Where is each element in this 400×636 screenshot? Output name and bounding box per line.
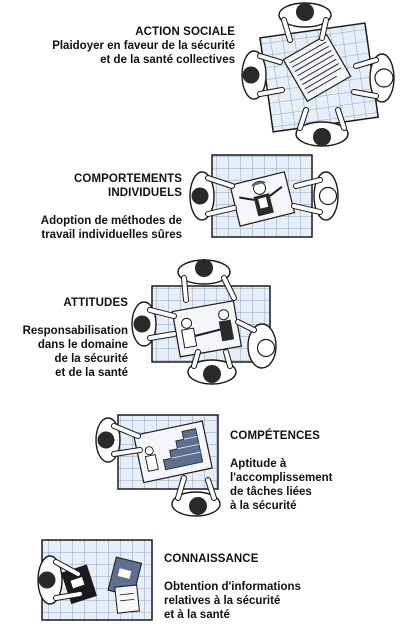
handshake-picture-icon	[171, 300, 243, 358]
person-left	[131, 301, 177, 347]
step-title: ATTITUDES	[63, 297, 128, 309]
scene-competences	[95, 414, 221, 517]
person-bottom	[295, 107, 349, 147]
step-action-sociale-label: ACTION SOCIALE Plaidoyer en faveur de la…	[40, 25, 235, 67]
person-left	[95, 417, 143, 463]
step-comportements-label: COMPORTEMENTS INDIVIDUELS Adoption de mé…	[20, 158, 182, 256]
worker-picture-icon	[229, 171, 296, 227]
step-title: CONNAISSANCE	[164, 553, 259, 565]
person-top	[278, 2, 332, 43]
step-description: Responsabilisation dans le domaine de la…	[22, 325, 128, 379]
person-bottom	[171, 475, 221, 517]
person-bottom	[187, 349, 237, 385]
scene-comportements	[189, 154, 339, 238]
step-title: COMPÉTENCES	[230, 430, 320, 442]
stairs-picture-icon	[133, 420, 213, 484]
step-title: ACTION SOCIALE	[135, 26, 235, 38]
step-description: Obtention d'informations relatives à la …	[164, 581, 301, 621]
step-competences-label: COMPÉTENCES Aptitude à l'accomplissement…	[230, 415, 390, 527]
document-icon	[282, 33, 352, 103]
person-left	[189, 171, 237, 221]
step-description: Aptitude à l'accomplissement de tâches l…	[230, 458, 333, 512]
person-right	[291, 171, 339, 221]
step-description: Adoption de méthodes de travail individu…	[40, 215, 182, 241]
book-icon	[114, 584, 140, 614]
person-left	[241, 50, 285, 100]
person-right	[235, 319, 277, 369]
person-right	[351, 53, 395, 103]
step-description: Plaidoyer en faveur de la sécurité et de…	[52, 40, 235, 66]
person-top	[177, 259, 237, 303]
scene-action-sociale	[241, 2, 395, 147]
scene-connaissance	[37, 539, 153, 621]
step-attitudes-label: ATTITUDES Responsabilisation dans le dom…	[10, 282, 128, 394]
step-title: COMPORTEMENTS INDIVIDUELS	[74, 173, 182, 199]
scene-attitudes	[131, 259, 277, 385]
person-left	[37, 555, 83, 605]
step-connaissance-label: CONNAISSANCE Obtention d'informations re…	[164, 538, 334, 636]
